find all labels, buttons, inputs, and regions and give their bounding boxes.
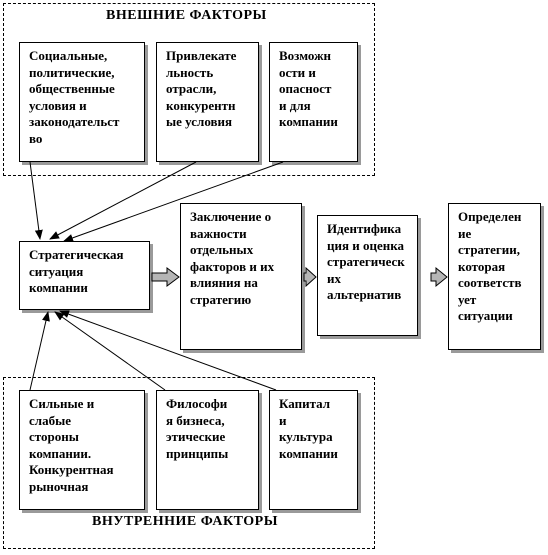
opportunities-threats-box: Возможн ости и опасност и для компании [269, 42, 358, 162]
alternatives-identification-text: Идентифика ция и оценка стратегическ их … [327, 221, 405, 302]
block-arrow-conclusion-to-identification [303, 266, 317, 288]
strengths-weaknesses-text: Сильные и слабые стороны компании. Конку… [29, 396, 114, 494]
capital-culture-box: Капитал и культура компании [269, 390, 358, 510]
social-political-conditions-box: Социальные, политические, общественные у… [19, 42, 145, 162]
strengths-weaknesses-box: Сильные и слабые стороны компании. Конку… [19, 390, 145, 510]
business-philosophy-text: Философи я бизнеса, этические принципы [166, 396, 229, 461]
social-political-conditions-text: Социальные, политические, общественные у… [29, 48, 120, 146]
factors-conclusion-box: Заключение о важности отдельных факторов… [180, 203, 302, 350]
strategy-definition-text: Определен ие стратегии, которая соответс… [458, 209, 522, 323]
industry-attractiveness-text: Привлекате льность отрасли, конкурентн ы… [166, 48, 237, 129]
opportunities-threats-text: Возможн ости и опасност и для компании [279, 48, 338, 129]
strategic-situation-box: Стратегическая ситуация компании [19, 241, 150, 310]
block-arrow-situation-to-conclusion [151, 267, 180, 287]
strategic-situation-text: Стратегическая ситуация компании [29, 247, 124, 295]
internal-factors-title: ВНУТРЕННИЕ ФАКТОРЫ [86, 514, 284, 530]
alternatives-identification-box: Идентифика ция и оценка стратегическ их … [317, 215, 418, 336]
industry-attractiveness-box: Привлекате льность отрасли, конкурентн ы… [156, 42, 259, 162]
business-philosophy-box: Философи я бизнеса, этические принципы [156, 390, 259, 510]
strategy-definition-box: Определен ие стратегии, которая соответс… [448, 203, 541, 350]
external-factors-title: ВНЕШНИЕ ФАКТОРЫ [100, 8, 273, 24]
block-arrow-identification-to-definition [430, 266, 448, 288]
capital-culture-text: Капитал и культура компании [279, 396, 338, 461]
factors-conclusion-text: Заключение о важности отдельных факторов… [190, 209, 275, 307]
